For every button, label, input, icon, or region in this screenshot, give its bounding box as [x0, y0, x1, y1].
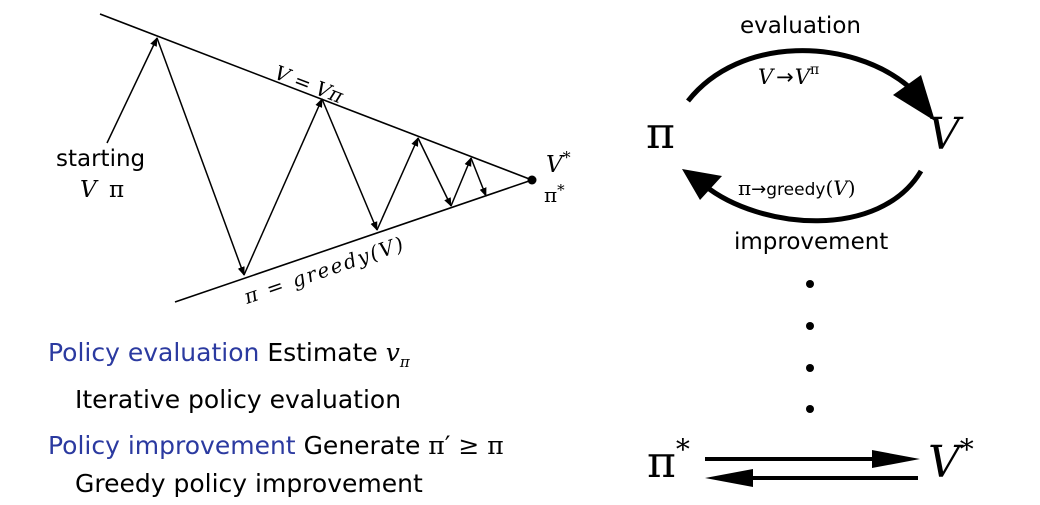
start-arrow	[106, 37, 158, 144]
policy-improvement-term: Policy improvement	[48, 431, 296, 460]
gpi-cycle-diagram: π V evaluation V→Vπ π→greedy(V) improvem…	[646, 13, 974, 488]
upper-line-label: V = Vπ	[271, 60, 347, 108]
evaluation-formula: V→Vπ	[758, 62, 819, 89]
dot	[806, 322, 814, 330]
lower-policy-line	[174, 179, 533, 303]
converge-pi-label: π*	[544, 181, 565, 207]
improve-arrow-2	[376, 137, 419, 231]
greedy-policy-improvement: Greedy policy improvement	[75, 469, 423, 498]
v-star-symbol: V*	[928, 433, 974, 488]
starting-label: starting	[56, 146, 145, 172]
improve-arrow-1	[243, 98, 323, 276]
iterative-policy-evaluation: Iterative policy evaluation	[75, 385, 402, 414]
improvement-arc	[702, 169, 924, 224]
convergence-point	[527, 175, 537, 185]
policy-improvement-row: Policy improvement Generate π′ ≥ π	[48, 427, 608, 465]
dot	[806, 405, 814, 413]
evaluation-label: evaluation	[740, 13, 861, 39]
evaluation-arc	[686, 48, 910, 103]
pi-symbol-text: π	[487, 431, 504, 460]
dot	[806, 364, 814, 372]
evaluation-arrowhead	[893, 75, 935, 121]
dot	[806, 280, 814, 288]
policy-evaluation-term: Policy evaluation	[48, 338, 260, 367]
improvement-arrowhead	[682, 169, 722, 200]
improvement-label: improvement	[734, 229, 888, 255]
policy-evaluation-row: Policy evaluation Estimate vπ	[48, 334, 608, 381]
eval-arrow-2	[321, 98, 378, 231]
policy-iteration-text: Policy evaluation Estimate vπ Iterative …	[48, 334, 608, 503]
forward-arrowhead	[872, 450, 920, 468]
convergence-diagram: starting V π V = Vπ π = greedy(V) V* π*	[56, 13, 571, 309]
pi-star-symbol: π*	[647, 433, 690, 488]
eval-arrow-4	[470, 157, 487, 197]
starting-v: V	[80, 177, 99, 203]
v-symbol: V	[928, 109, 964, 160]
converge-v-label: V*	[546, 148, 571, 178]
improvement-formula: π→greedy(V)	[738, 176, 856, 200]
v-pi-symbol: vπ	[385, 338, 410, 371]
eval-arrow-3	[417, 137, 452, 207]
policy-evaluation-desc: Estimate	[267, 338, 378, 367]
policy-improvement-desc: Generate	[303, 431, 421, 460]
pi-symbol: π	[646, 108, 675, 159]
zigzag-arrows	[106, 37, 487, 276]
starting-pi: π	[109, 177, 124, 203]
geq-symbol: ≥	[458, 431, 480, 460]
improve-arrow-3	[450, 157, 472, 207]
lower-line-label: π = greedy(V)	[240, 231, 408, 309]
backward-arrowhead	[705, 469, 753, 487]
eval-arrow-1	[156, 37, 245, 276]
pi-prime-symbol: π′	[428, 431, 451, 460]
upper-value-line	[99, 13, 533, 181]
